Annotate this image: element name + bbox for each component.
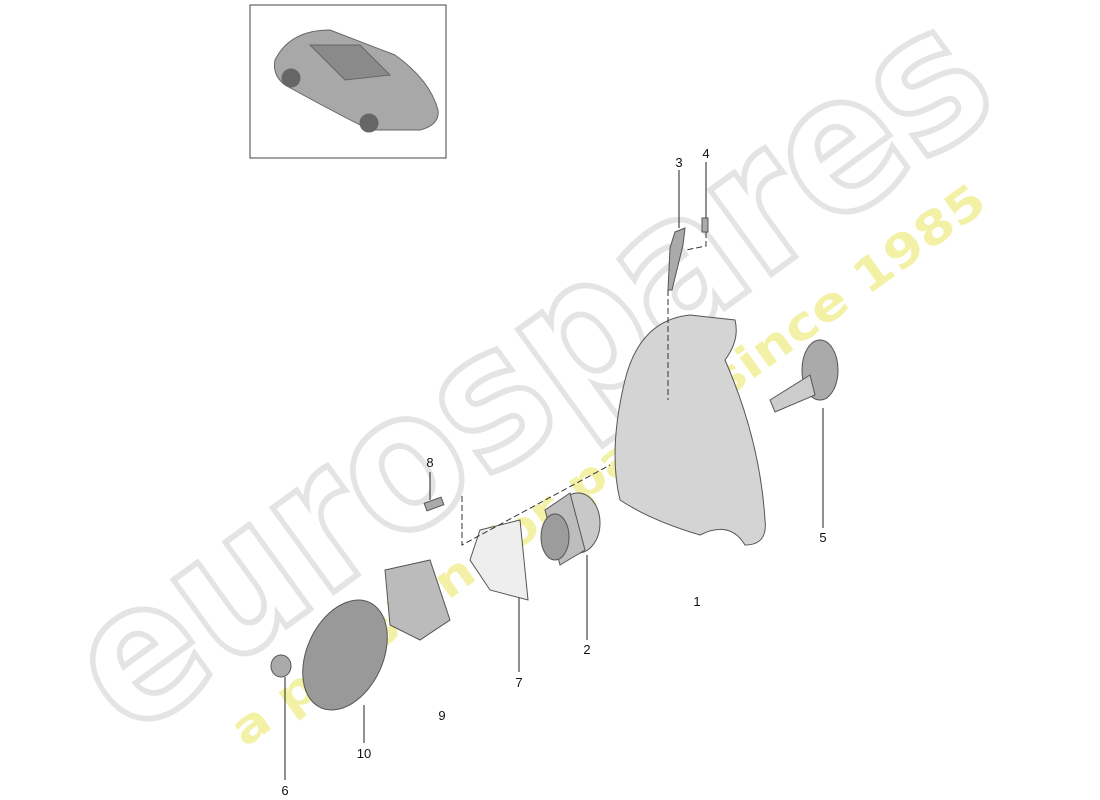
callout-2[interactable]: 2 bbox=[583, 642, 590, 657]
parts bbox=[270, 217, 839, 711]
car-image bbox=[274, 29, 439, 133]
callout-9[interactable]: 9 bbox=[438, 708, 445, 723]
callouts: 1 2 3 4 5 6 7 8 9 10 bbox=[281, 146, 826, 798]
callout-8[interactable]: 8 bbox=[426, 455, 433, 470]
callout-1[interactable]: 1 bbox=[693, 594, 700, 609]
watermark-brand: eurospares bbox=[27, 0, 1031, 776]
bolt bbox=[423, 496, 445, 512]
callout-3[interactable]: 3 bbox=[675, 155, 682, 170]
callout-6[interactable]: 6 bbox=[281, 783, 288, 798]
car-thumbnail bbox=[249, 4, 447, 159]
sensor-ring bbox=[302, 599, 388, 711]
wheel-bearing bbox=[540, 492, 601, 566]
cover-plate bbox=[469, 519, 529, 601]
callout-4[interactable]: 4 bbox=[702, 146, 709, 161]
collar-nut bbox=[270, 654, 292, 678]
watermark: eurospares a passion for parts since 198… bbox=[24, 0, 1034, 779]
leader-lines bbox=[284, 162, 824, 780]
wheel-hub bbox=[384, 559, 451, 641]
callout-7[interactable]: 7 bbox=[515, 675, 522, 690]
wheel-bolt-flange bbox=[769, 374, 816, 413]
callout-5[interactable]: 5 bbox=[819, 530, 826, 545]
wheel-carrier bbox=[614, 314, 766, 546]
speed-sensor bbox=[667, 227, 686, 291]
callout-10[interactable]: 10 bbox=[357, 746, 371, 761]
sensor-bolt bbox=[701, 217, 709, 233]
